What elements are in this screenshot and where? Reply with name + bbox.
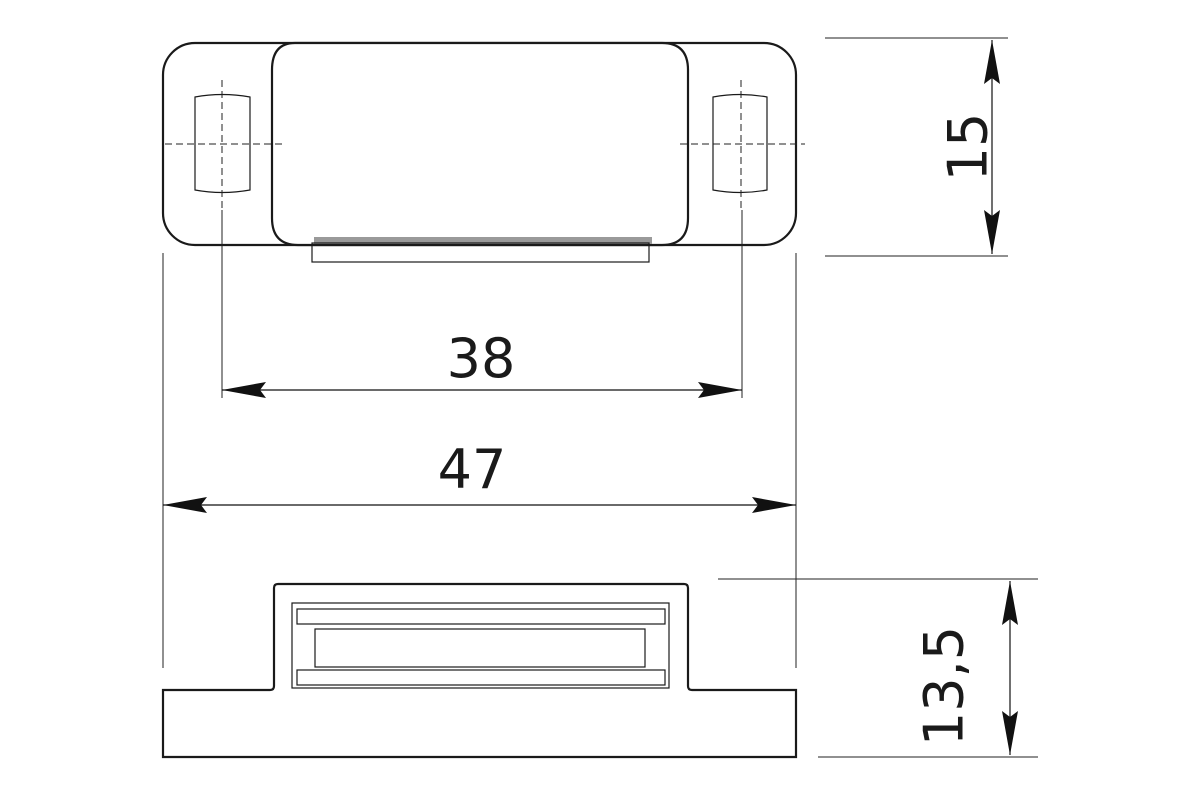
magnet-bottom-strip <box>296 669 666 686</box>
magnet-housing <box>270 41 690 247</box>
arrowhead <box>1002 581 1018 625</box>
metal-plate <box>314 237 652 244</box>
dimension-label: 13,5 <box>913 626 976 746</box>
arrowhead <box>163 497 207 513</box>
dimension-label: 47 <box>438 438 507 501</box>
arrowhead <box>222 382 266 398</box>
arrowhead <box>698 382 742 398</box>
right-mounting-slot <box>712 93 768 194</box>
arrowhead <box>1002 711 1018 755</box>
dimension-height-bottom: 13,5 <box>718 578 1038 758</box>
magnet-frame <box>291 602 670 689</box>
left-mounting-slot <box>194 93 251 194</box>
arrowhead <box>984 210 1000 254</box>
dimension-label: 15 <box>937 113 1000 182</box>
dimension-hole-spacing: 38 <box>222 327 742 398</box>
magnet-top-strip <box>296 608 666 625</box>
dimension-height-top: 15 <box>825 37 1008 257</box>
arrowhead <box>752 497 796 513</box>
dimension-overall-width: 47 <box>163 438 796 513</box>
dimension-label: 38 <box>447 327 516 390</box>
side-view <box>161 582 798 759</box>
metal-plate-base <box>311 242 650 263</box>
top-view <box>161 41 805 263</box>
arrowhead <box>984 40 1000 84</box>
magnet-core <box>314 628 646 668</box>
